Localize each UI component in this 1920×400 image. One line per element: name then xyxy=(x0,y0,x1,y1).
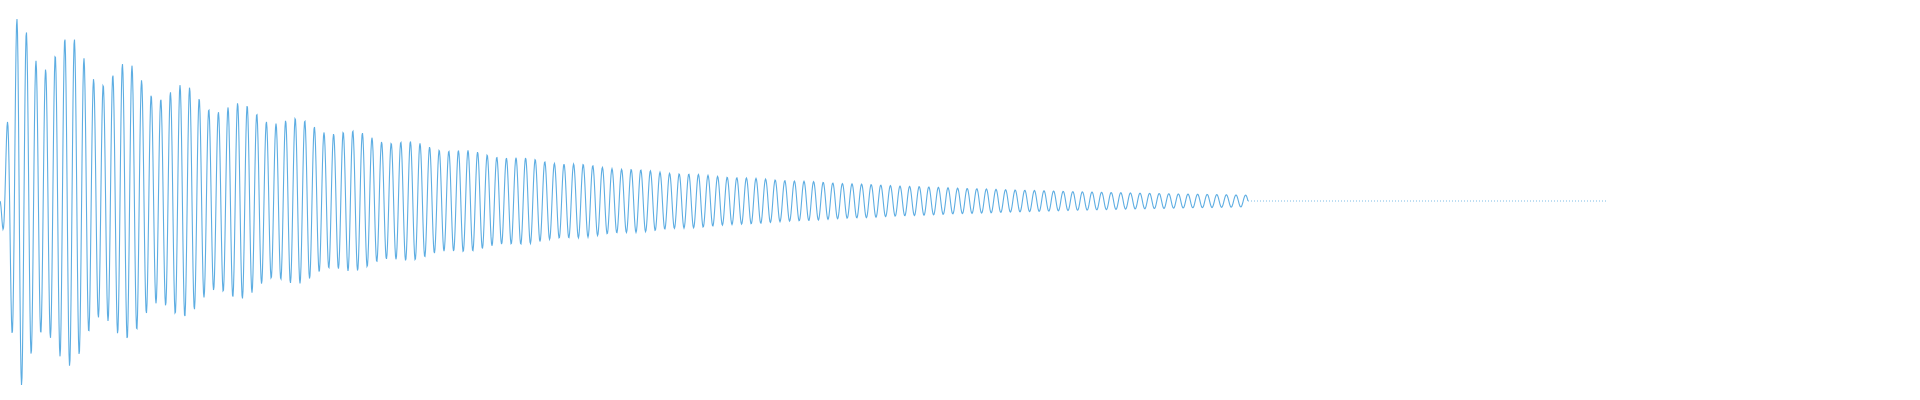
waveform-trace xyxy=(0,19,1608,386)
waveform-line xyxy=(0,19,1249,386)
